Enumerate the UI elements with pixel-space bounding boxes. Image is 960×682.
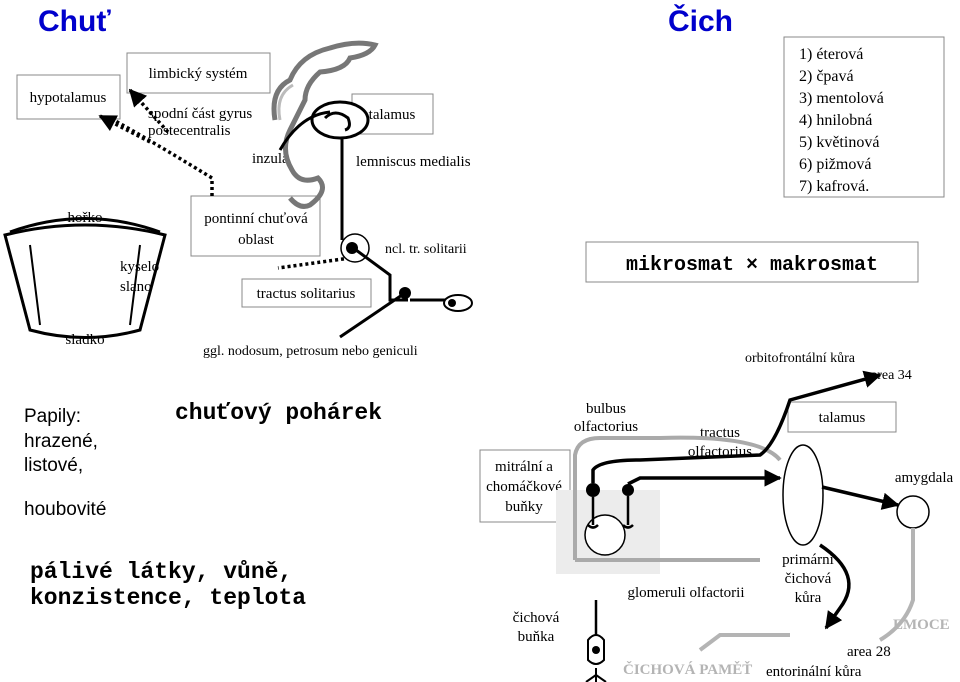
tractus-box — [241, 278, 372, 308]
olfactory-tract-lower — [627, 469, 782, 487]
glomerulus-circle — [584, 514, 626, 556]
taste-title: Chuť — [38, 5, 111, 38]
entorhinal-label: entorinální kůra — [766, 664, 862, 680]
tufted-dendrite — [622, 496, 634, 529]
olfactory-cell-1: čichová — [513, 610, 560, 626]
postcentral-label-1: spodní část gyrus — [148, 106, 252, 122]
mitral-label-2: chomáčkové — [486, 479, 562, 495]
smell-thalamus-label: talamus — [819, 410, 866, 426]
tongue-top — [9, 217, 161, 234]
amygdala-label: amygdala — [895, 470, 954, 486]
odor-2: 2) čpavá — [799, 68, 854, 85]
olfactory-cell-2: buňka — [518, 629, 555, 645]
tongue-sweet: sladko — [65, 332, 104, 348]
smell-title: Čich — [668, 4, 733, 38]
brain-cortex-inner — [277, 83, 294, 121]
area28-label: area 28 — [847, 644, 891, 660]
ggl-label: ggl. nodosum, petrosum nebo geniculi — [203, 344, 418, 359]
bulbus-label-1: bulbus — [586, 401, 626, 417]
limbic-box — [126, 52, 271, 94]
odor-1: 1) éterová — [799, 46, 863, 63]
lemniscus-label: lemniscus medialis — [356, 154, 471, 170]
odor-7: 7) kafrová. — [799, 178, 869, 195]
taste-bud-cell — [448, 299, 456, 307]
hypothalamus-box — [16, 74, 121, 120]
thalamus-inner — [323, 111, 351, 132]
olfactory-tract-upper — [591, 370, 882, 483]
thalamus-shape — [310, 100, 370, 140]
tufted-cell — [622, 484, 634, 496]
ncl-neuron — [346, 242, 358, 254]
path-to-amygdala — [821, 485, 900, 510]
solitary-path — [355, 248, 408, 302]
ganglion-axon — [339, 291, 406, 339]
mitral-dendrite — [587, 497, 599, 529]
dashed-path-pontine — [277, 256, 351, 270]
dashed-arrow-hypothalamus — [98, 114, 151, 144]
odor-5: 5) květinová — [799, 134, 879, 151]
memory-arrow — [698, 633, 790, 652]
papillae-type-2: listové, — [24, 455, 83, 476]
mitral-box — [479, 449, 571, 523]
taste-bud-label: chuťový pohárek — [175, 400, 382, 426]
tongue-sour: kyselo — [120, 259, 159, 275]
other-senses-1: pálivé látky, vůně, — [30, 559, 292, 585]
odor-list-box — [783, 36, 945, 198]
orbitofrontal-label: orbitofrontální kůra — [745, 351, 856, 366]
bulb-outline-top — [573, 435, 782, 560]
primary-cortex-2: čichová — [785, 571, 832, 587]
insula-label: inzula — [252, 151, 289, 167]
odor-3: 3) mentolová — [799, 90, 884, 107]
brain-cortex-outline — [271, 40, 379, 209]
taste-bud-small — [443, 294, 473, 312]
emotion-label: EMOCE — [893, 617, 950, 633]
hypothalamus-label: hypotalamus — [30, 90, 107, 106]
tongue-sides — [29, 244, 141, 326]
emotion-arrow — [878, 528, 915, 642]
tractus-label: tractus solitarius — [257, 286, 356, 302]
primary-cortex-3: kůra — [795, 590, 822, 606]
tongue-outline — [3, 223, 167, 339]
odor-6: 6) pižmová — [799, 156, 871, 173]
ncl-label: ncl. tr. solitarii — [385, 242, 467, 257]
postcentral-label-2: postecentralis — [148, 123, 231, 139]
micro-macro-box — [585, 241, 919, 283]
smell-thalamus-box — [787, 401, 897, 433]
insula-projection — [278, 110, 331, 151]
odor-4: 4) hnilobná — [799, 112, 872, 129]
receptor-cilia — [585, 668, 607, 682]
papillae-type-3: houbovité — [24, 499, 106, 520]
memory-label: ČICHOVÁ PAMĚŤ — [623, 661, 752, 678]
pontine-label-1: pontinní chuťová — [204, 211, 308, 227]
dashed-path-hypothalamus — [109, 116, 214, 196]
micro-macro-label: mikrosmat × makrosmat — [626, 254, 878, 277]
limbic-label: limbický systém — [149, 66, 248, 82]
other-senses-2: konzistence, teplota — [30, 585, 306, 611]
tongue-salty: slano — [120, 279, 152, 295]
pontine-label-2: oblast — [238, 232, 275, 248]
tongue-bitter: hořko — [68, 210, 103, 226]
glomeruli-label: glomeruli olfactorii — [627, 585, 744, 601]
receptor-nucleus — [592, 646, 600, 654]
path-to-entorhinal — [819, 543, 851, 630]
olfactory-cortex-oval — [782, 444, 824, 546]
primary-cortex-1: primární — [782, 552, 834, 568]
papillae-type-1: hrazené, — [24, 431, 98, 452]
thalamus-label: talamus — [369, 107, 416, 123]
mitral-cell — [586, 483, 600, 497]
mitral-label-1: mitrální a — [495, 459, 553, 475]
mitral-label-3: buňky — [505, 499, 543, 515]
amygdala-circle — [896, 495, 930, 529]
papillae-title: Papily: — [24, 406, 81, 427]
bulbus-label-2: olfactorius — [574, 419, 638, 435]
